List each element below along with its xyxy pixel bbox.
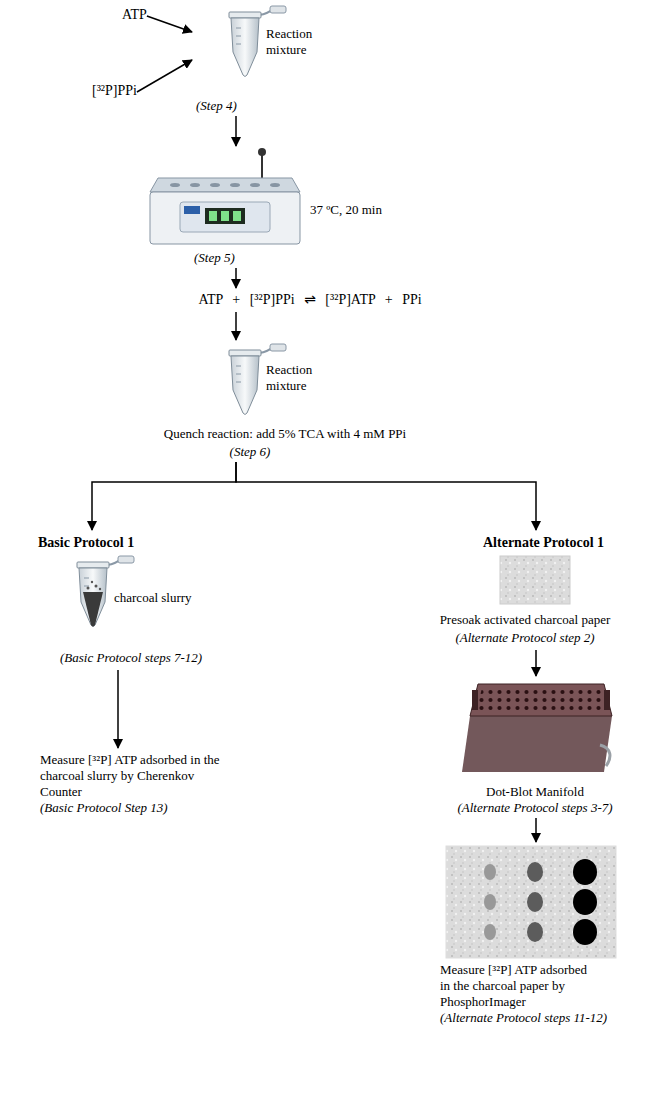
well xyxy=(250,183,260,187)
step-label: [³²P]PPi xyxy=(92,82,137,99)
blot-dot xyxy=(573,859,597,885)
well xyxy=(190,183,200,187)
blot-dot xyxy=(484,864,496,880)
flow-arrow xyxy=(117,670,119,748)
display-digit xyxy=(209,211,217,221)
step-node: ATP + [³²P]PPi ⇌ [³²P]ATP + PPi xyxy=(140,288,482,312)
dot-blot xyxy=(446,846,616,958)
step-label: Measure [³²P] ATP adsorbed in the charco… xyxy=(440,962,600,1010)
step-label: (Step 6) xyxy=(200,444,300,460)
step-node: Measure [³²P] ATP adsorbed in the charco… xyxy=(440,842,647,1028)
step-node: Measure [³²P] ATP adsorbed in the charco… xyxy=(40,748,252,818)
step-label: (Step 4) xyxy=(196,98,260,114)
display-digit xyxy=(221,211,229,221)
step-label: (Alternate Protocol steps 11-12) xyxy=(440,1010,645,1026)
step-node: Reaction mixture (Step 4) xyxy=(192,4,330,116)
probe-knob xyxy=(258,148,266,156)
block-body xyxy=(150,192,300,244)
flow-arrow xyxy=(235,312,237,340)
step-label: Reaction mixture xyxy=(266,26,328,58)
heat-block xyxy=(150,148,300,244)
step-label: Quench reaction: add 5% TCA with 4 mM PP… xyxy=(140,426,430,442)
blot-dot xyxy=(484,894,496,910)
step-label: charcoal slurry xyxy=(114,590,214,606)
step-node: Dot-Blot Manifold(Alternate Protocol ste… xyxy=(440,676,632,818)
vacuum-tube xyxy=(600,745,610,766)
flow-arrow xyxy=(235,268,237,288)
block-top xyxy=(150,178,300,192)
step-label: Dot-Blot Manifold xyxy=(440,784,630,800)
display xyxy=(205,208,245,224)
step-node: ATP xyxy=(122,6,147,26)
step-label: ATP + [³²P]PPi ⇌ [³²P]ATP + PPi xyxy=(140,291,480,308)
step-label: ATP xyxy=(122,6,147,23)
probe xyxy=(261,152,263,180)
well xyxy=(270,183,280,187)
manifold-holes xyxy=(476,688,606,712)
blot-dot xyxy=(573,919,597,945)
tube-icon xyxy=(229,6,286,77)
flow-arrow xyxy=(92,462,236,530)
well xyxy=(170,183,180,187)
blot-dot xyxy=(484,924,496,940)
charcoal-fill xyxy=(83,581,103,627)
blot-dot xyxy=(527,862,543,882)
flow-arrow xyxy=(535,818,537,842)
flow-arrow xyxy=(535,650,537,676)
step-node: Alternate Protocol 1 Presoak activated ch… xyxy=(425,530,627,650)
clamp xyxy=(472,690,478,710)
blot-dot xyxy=(573,889,597,915)
blot-paper xyxy=(446,846,616,958)
manifold-plate xyxy=(470,684,612,716)
blot-dot xyxy=(527,922,543,942)
particle xyxy=(99,588,101,590)
blot-dot xyxy=(527,892,543,912)
step-node: 37 ºC, 20 min (Step 5) xyxy=(148,146,412,268)
panel xyxy=(180,202,270,232)
flow-arrow xyxy=(137,60,192,92)
step-label: Presoak activated charcoal paper xyxy=(425,612,625,628)
step-label: (Basic Protocol steps 7-12) xyxy=(60,650,230,666)
step-label: (Basic Protocol Step 13) xyxy=(40,800,250,816)
step-node: [³²P]PPi xyxy=(92,82,137,102)
step-label: (Alternate Protocol step 2) xyxy=(425,630,625,646)
dot-blot-manifold xyxy=(462,684,612,772)
flow-arrow xyxy=(235,116,237,146)
well xyxy=(210,183,220,187)
flow-arrow xyxy=(147,16,192,32)
particle xyxy=(91,581,93,583)
step-label: Alternate Protocol 1 xyxy=(483,534,625,551)
logo xyxy=(184,206,200,214)
step-label: Reaction mixture xyxy=(266,362,328,394)
step-label: Measure [³²P] ATP adsorbed in the charco… xyxy=(40,752,225,800)
step-node: Reaction mixtureQuench reaction: add 5% … xyxy=(140,340,432,462)
step-label: (Step 5) xyxy=(194,250,258,266)
well xyxy=(230,183,240,187)
charcoal-paper xyxy=(500,556,570,604)
manifold-base xyxy=(462,716,612,772)
step-node: Basic Protocol 1 charcoal slurry (Basic Pr… xyxy=(30,530,232,670)
clamp xyxy=(604,690,610,710)
flow-arrow xyxy=(236,462,536,530)
charcoal xyxy=(83,592,103,627)
particle xyxy=(95,585,98,588)
step-label: Basic Protocol 1 xyxy=(38,534,188,551)
step-label: 37 ºC, 20 min xyxy=(310,202,410,218)
display-digit xyxy=(233,211,241,221)
particle xyxy=(87,587,90,590)
step-label: (Alternate Protocol steps 3-7) xyxy=(440,800,630,816)
